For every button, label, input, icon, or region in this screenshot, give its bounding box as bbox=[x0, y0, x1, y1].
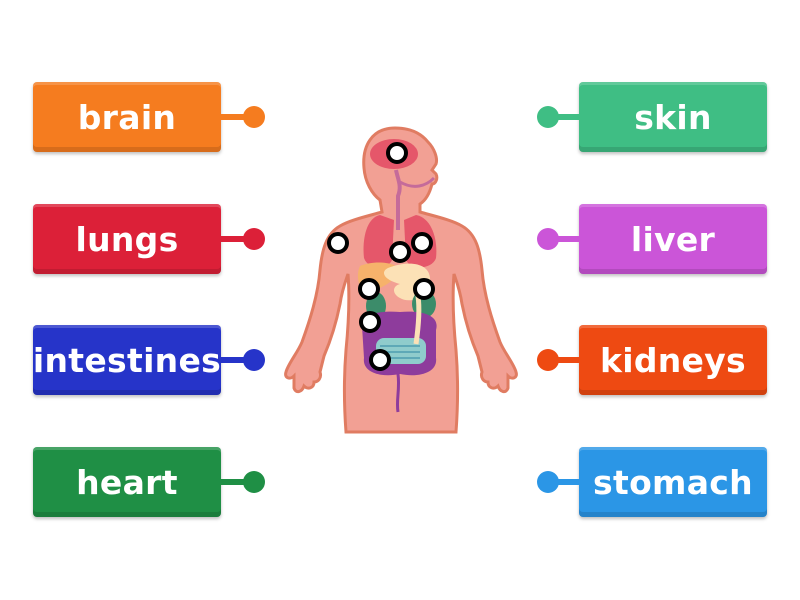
label-text: lungs bbox=[75, 219, 179, 259]
label-text: stomach bbox=[593, 462, 753, 502]
connector-heart[interactable] bbox=[221, 462, 265, 502]
connector-kidneys[interactable] bbox=[537, 340, 581, 380]
human-body-diagram bbox=[280, 120, 520, 440]
label-brain[interactable]: brain bbox=[33, 82, 221, 152]
drop-target-2[interactable] bbox=[327, 232, 349, 254]
drop-target-8[interactable] bbox=[369, 349, 391, 371]
connector-liver[interactable] bbox=[537, 219, 581, 259]
drop-target-3[interactable] bbox=[389, 241, 411, 263]
connector-dot[interactable] bbox=[243, 349, 265, 371]
label-text: skin bbox=[634, 97, 712, 137]
connector-dot[interactable] bbox=[537, 471, 559, 493]
label-liver[interactable]: liver bbox=[579, 204, 767, 274]
connector-line bbox=[549, 114, 581, 120]
connector-line bbox=[549, 479, 581, 485]
connector-brain[interactable] bbox=[221, 97, 265, 137]
connector-line bbox=[221, 236, 253, 242]
label-text: kidneys bbox=[599, 340, 746, 380]
drop-target-5[interactable] bbox=[358, 278, 380, 300]
label-text: liver bbox=[630, 219, 716, 259]
label-text: brain bbox=[77, 97, 177, 137]
connector-line bbox=[221, 114, 253, 120]
connector-dot[interactable] bbox=[243, 228, 265, 250]
drop-target-1[interactable] bbox=[386, 142, 408, 164]
connector-line bbox=[549, 236, 581, 242]
connector-dot[interactable] bbox=[537, 106, 559, 128]
connector-line bbox=[549, 357, 581, 363]
label-text: intestines bbox=[32, 340, 222, 380]
drop-target-6[interactable] bbox=[413, 278, 435, 300]
label-kidneys[interactable]: kidneys bbox=[579, 325, 767, 395]
connector-dot[interactable] bbox=[537, 228, 559, 250]
drop-target-4[interactable] bbox=[411, 232, 433, 254]
connector-dot[interactable] bbox=[243, 471, 265, 493]
label-heart[interactable]: heart bbox=[33, 447, 221, 517]
connector-intestines[interactable] bbox=[221, 340, 265, 380]
connector-dot[interactable] bbox=[243, 106, 265, 128]
connector-lungs[interactable] bbox=[221, 219, 265, 259]
label-intestines[interactable]: intestines bbox=[33, 325, 221, 395]
label-text: heart bbox=[76, 462, 178, 502]
drop-target-7[interactable] bbox=[359, 311, 381, 333]
connector-line bbox=[221, 479, 253, 485]
connector-stomach[interactable] bbox=[537, 462, 581, 502]
connector-dot[interactable] bbox=[537, 349, 559, 371]
label-skin[interactable]: skin bbox=[579, 82, 767, 152]
connector-skin[interactable] bbox=[537, 97, 581, 137]
connector-line bbox=[221, 357, 253, 363]
label-stomach[interactable]: stomach bbox=[579, 447, 767, 517]
label-lungs[interactable]: lungs bbox=[33, 204, 221, 274]
